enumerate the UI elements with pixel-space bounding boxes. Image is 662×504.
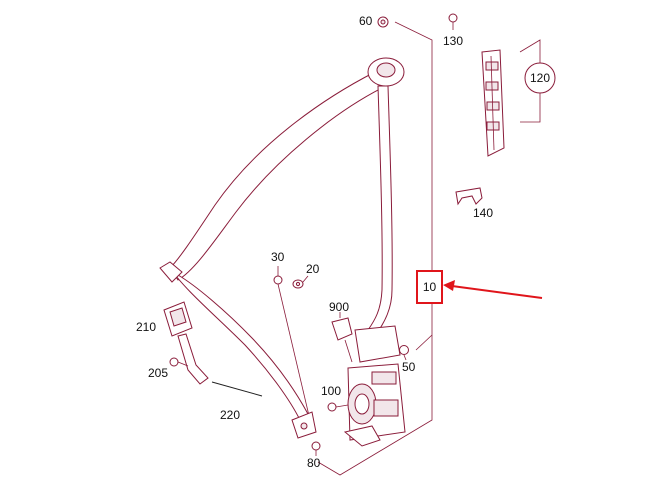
- callout-210: 210: [136, 320, 156, 334]
- washer-20-part: [292, 275, 309, 289]
- callout-80: 80: [307, 456, 321, 470]
- callout-120: 120: [530, 71, 550, 85]
- bolt-30-part: [273, 266, 311, 421]
- callout-100: 100: [321, 384, 341, 398]
- callout-205: 205: [148, 366, 168, 380]
- bolt-100-part: [327, 402, 349, 412]
- strip-220-part: [211, 381, 263, 397]
- highlight-arrow-head: [443, 280, 455, 291]
- callout-60: 60: [359, 14, 373, 28]
- label-900-part: [331, 312, 353, 363]
- bolt-205-part: [169, 357, 189, 367]
- callout-30: 30: [271, 250, 285, 264]
- callout-labels: 60 130 140 30 20 900 210 205 50 100 220 …: [136, 14, 493, 470]
- highlight-arrow-line: [451, 285, 543, 299]
- highlight-box: [416, 270, 443, 304]
- upper-anchor-part: [367, 16, 405, 87]
- callout-140: 140: [473, 206, 493, 220]
- callout-130: 130: [443, 34, 463, 48]
- callout-10: 10: [423, 280, 437, 294]
- callout-220: 220: [220, 408, 240, 422]
- callout-20: 20: [306, 262, 320, 276]
- callout-120-circle: 120: [524, 62, 556, 94]
- clip-140-part: [455, 187, 483, 206]
- callout-900: 900: [329, 300, 349, 314]
- height-adjuster-part: [481, 39, 541, 157]
- bolt-130-part: [448, 13, 458, 30]
- lower-anchor-part: [291, 411, 317, 439]
- retractor-part: [343, 325, 406, 447]
- buckle-210-part: [163, 301, 209, 385]
- highlighted-callout-10: 10: [416, 270, 543, 304]
- bolt-80-part: [311, 441, 321, 456]
- bolt-50-part: [399, 345, 409, 361]
- callout-50: 50: [402, 360, 416, 374]
